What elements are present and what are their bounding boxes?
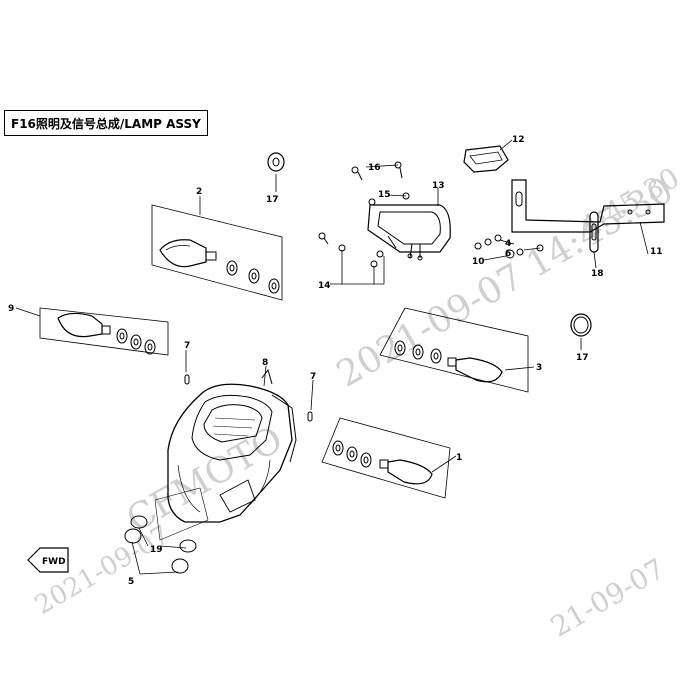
turn-signal-rear-left — [39, 307, 169, 356]
fwd-label: FWD — [42, 557, 66, 567]
callout-labels: 1 2 3 4 5 6 7 7 8 9 10 11 12 13 14 15 16… — [8, 135, 663, 587]
callout-14: 14 — [318, 281, 331, 291]
callout-7b: 7 — [310, 372, 316, 382]
license-lamp — [463, 145, 509, 173]
callout-16: 16 — [368, 163, 381, 173]
turn-signal-front-right — [379, 307, 529, 393]
callout-2: 2 — [196, 187, 202, 197]
callout-8: 8 — [262, 358, 268, 368]
callout-9: 9 — [8, 304, 14, 314]
turn-signal-front-left — [151, 204, 283, 301]
callout-3: 3 — [536, 363, 542, 373]
grommets — [124, 515, 197, 574]
diagram-title: F16照明及信号总成/LAMP ASSY — [4, 110, 208, 136]
callout-6: 6 — [505, 249, 511, 259]
headlight-assembly — [154, 368, 297, 541]
callout-1: 1 — [456, 453, 462, 463]
callout-11: 11 — [650, 247, 663, 257]
pins — [184, 374, 313, 422]
callout-15: 15 — [378, 190, 391, 200]
callout-12: 12 — [512, 135, 525, 145]
reflector-right — [570, 313, 592, 337]
callout-17b: 17 — [576, 353, 589, 363]
callout-18: 18 — [591, 269, 604, 279]
callout-19: 19 — [150, 545, 163, 555]
callout-5: 5 — [128, 577, 134, 587]
reflector-top — [267, 152, 285, 172]
forward-arrow-icon — [27, 547, 69, 573]
callout-7a: 7 — [184, 341, 190, 351]
callout-4: 4 — [505, 239, 511, 249]
leader-lines — [15, 139, 649, 575]
lamp-bracket — [367, 204, 451, 261]
turn-signal-rear-right — [321, 417, 451, 499]
callout-13: 13 — [432, 181, 445, 191]
screws — [318, 161, 410, 268]
callout-17a: 17 — [266, 195, 279, 205]
license-plate-bracket — [511, 179, 665, 253]
callout-10: 10 — [472, 257, 485, 267]
